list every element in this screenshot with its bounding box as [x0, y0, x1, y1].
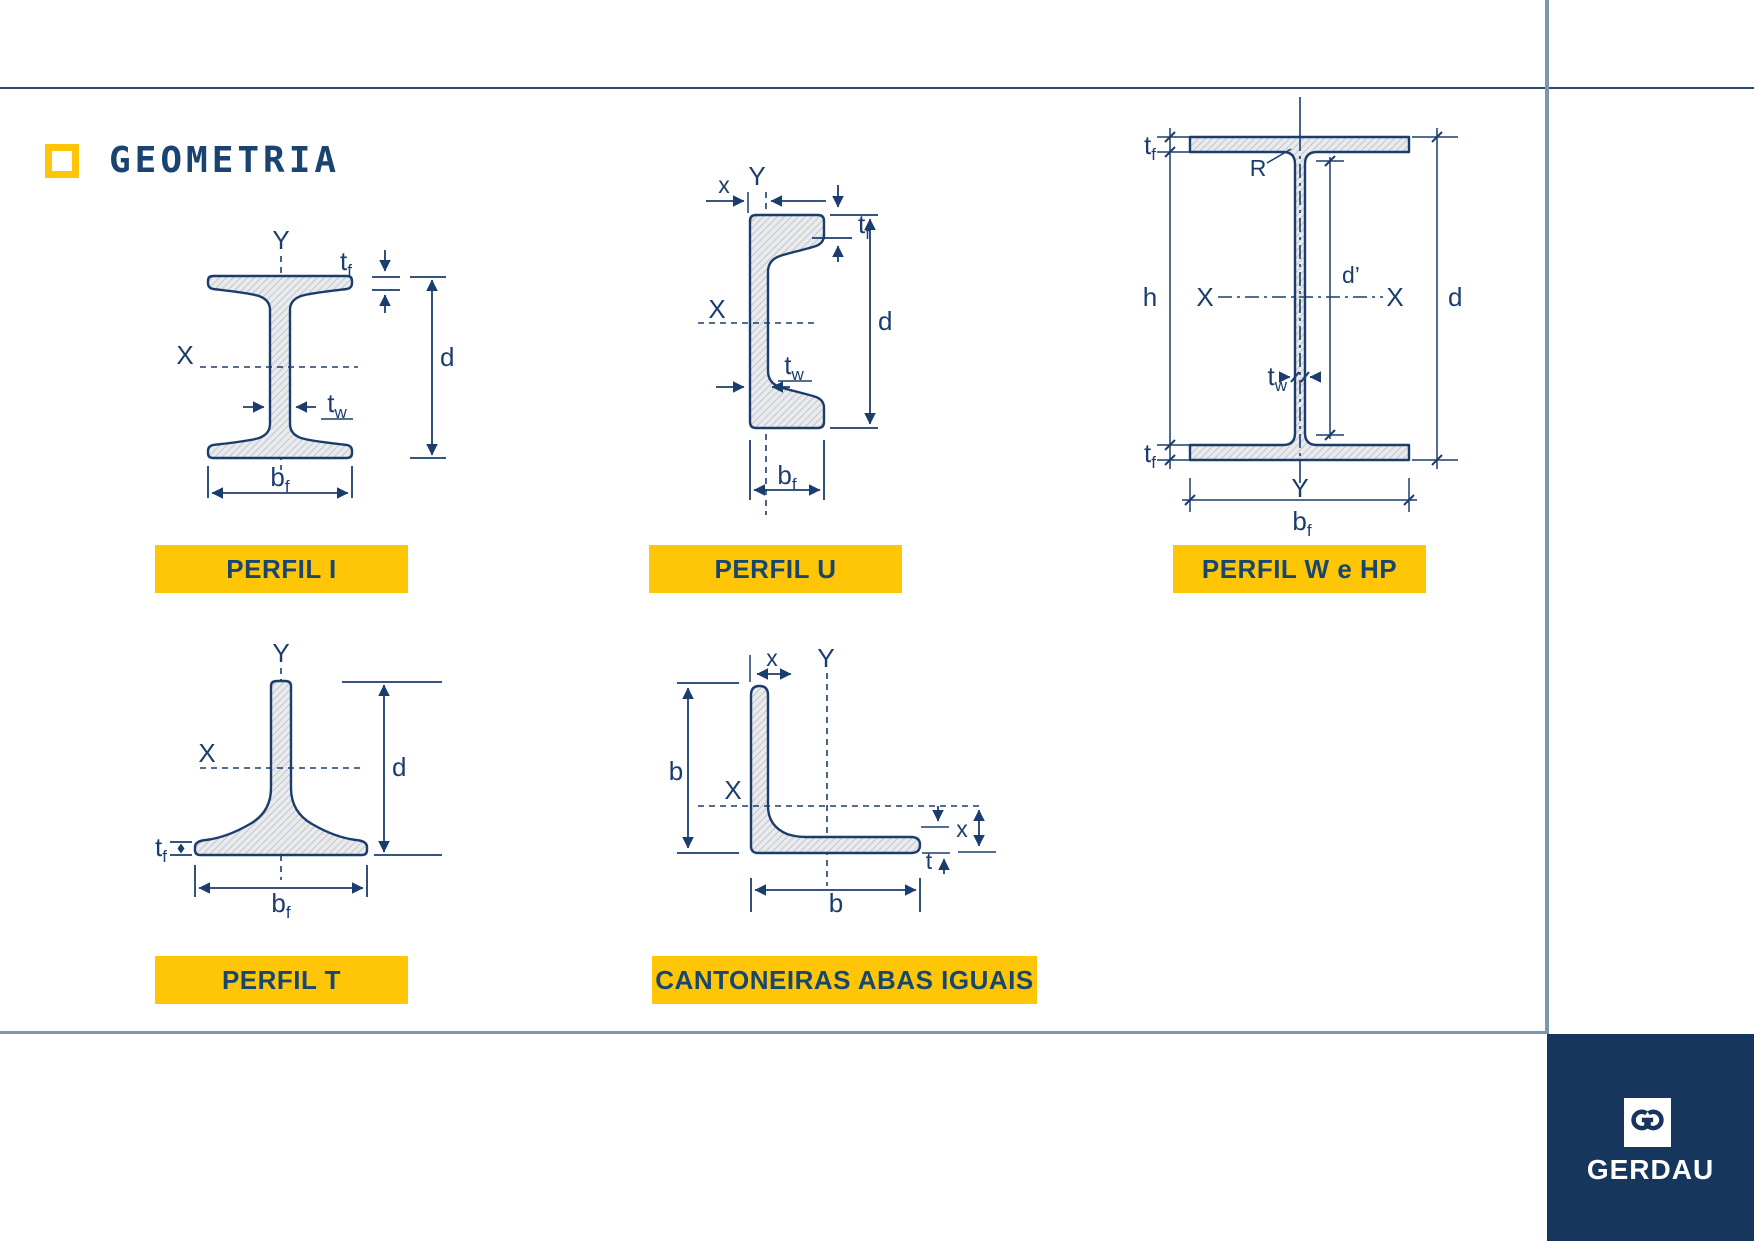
section-header: GEOMETRIA	[45, 143, 340, 179]
b-bottom-dimension: b	[750, 878, 921, 918]
gerdau-footer-block: GERDAU	[1547, 1034, 1754, 1241]
svg-text:tw: tw	[784, 350, 804, 384]
t-label: t	[926, 848, 933, 874]
tf-dimension: tf	[155, 832, 192, 866]
u-profile-shape	[748, 213, 826, 430]
d-label: d	[440, 342, 454, 372]
brand-name: GERDAU	[1586, 1154, 1715, 1185]
axis-x-left-label: X	[1196, 282, 1213, 312]
svg-text:bf: bf	[1292, 506, 1311, 540]
h-dimension: h	[1143, 128, 1176, 469]
tf-bottom-dimension: tf	[1144, 438, 1190, 472]
page-title: GEOMETRIA	[109, 140, 341, 181]
r-fillet-callout: R	[1250, 148, 1292, 181]
axis-y-label: Y	[272, 225, 289, 255]
axis-x-centerline: X X	[1196, 282, 1403, 312]
svg-text:bf: bf	[271, 888, 290, 922]
cantoneiras-diagram: x Y b X x t b	[669, 643, 996, 918]
svg-text:tw: tw	[1267, 361, 1287, 395]
svg-text:tf: tf	[1144, 130, 1156, 164]
tf-dimension: tf	[340, 246, 400, 313]
d-dimension: d	[1412, 128, 1462, 469]
gerdau-gg-monogram-icon	[1631, 1109, 1664, 1131]
axis-y-label: Y	[272, 638, 289, 668]
bf-dimension: bf	[1182, 478, 1417, 540]
r-label: R	[1250, 155, 1267, 181]
tw-dimension: tw	[716, 350, 812, 393]
h-label: h	[1143, 282, 1157, 312]
axis-x-right-label: X	[1386, 282, 1403, 312]
perfil-w-hp-diagram: Y X X h tf tf R d’ tw	[1143, 97, 1462, 540]
perfil-t-diagram: Y X d tf bf	[155, 638, 442, 922]
d-inner-dimension: d’	[1316, 155, 1360, 441]
tw-dimension: tw	[243, 388, 353, 422]
centroid-x-dimension: x	[706, 172, 826, 213]
tw-dimension: tw	[1267, 361, 1322, 395]
vertical-rule	[1545, 0, 1549, 1034]
perfil-i-diagram: Y X tf d tw bf	[176, 225, 454, 499]
svg-text:x: x	[718, 172, 730, 198]
perfil-u-diagram: Y x X tf tw d b	[698, 161, 892, 515]
w-profile-shape	[1188, 135, 1411, 462]
angle-profile-shape	[749, 684, 922, 855]
centroid-x-top-dimension: x	[749, 645, 792, 682]
d-dimension: d	[410, 276, 454, 459]
svg-text:bf: bf	[777, 460, 796, 494]
axis-y-label: Y	[1291, 473, 1308, 503]
top-rule	[0, 87, 1754, 89]
banner-perfil-i: PERFIL I	[155, 545, 408, 593]
t-thickness-dimension: t	[922, 848, 950, 874]
svg-text:tf: tf	[1144, 438, 1156, 472]
bf-dimension: bf	[207, 462, 353, 499]
b-left-label: b	[669, 756, 683, 786]
d-dimension: d	[830, 214, 892, 429]
b-bottom-label: b	[829, 888, 843, 918]
gerdau-logo	[1624, 1098, 1671, 1147]
yellow-square-bullet-icon	[45, 144, 79, 178]
banner-perfil-w-hp: PERFIL W e HP	[1173, 545, 1426, 593]
svg-text:tf: tf	[155, 832, 167, 866]
centroid-x-right-dimension: x	[921, 806, 996, 853]
axis-y-label: Y	[748, 161, 765, 191]
axis-x-label: X	[198, 738, 215, 768]
d-dimension: d	[342, 681, 442, 856]
banner-perfil-t: PERFIL T	[155, 956, 408, 1004]
axis-x-label: X	[176, 340, 193, 370]
d-label: d	[878, 306, 892, 336]
d-label: d	[1448, 282, 1462, 312]
d-label: d	[392, 752, 406, 782]
svg-text:x: x	[956, 816, 968, 842]
svg-text:bf: bf	[270, 462, 289, 496]
svg-text:x: x	[766, 645, 778, 671]
bf-dimension: bf	[749, 440, 825, 500]
banner-perfil-u: PERFIL U	[649, 545, 902, 593]
tf-top-dimension: tf	[1144, 130, 1190, 164]
axis-y-centerline: Y	[1291, 97, 1309, 503]
svg-text:tf: tf	[340, 246, 352, 280]
b-left-dimension: b	[669, 682, 739, 854]
svg-text:tw: tw	[327, 388, 347, 422]
axis-x-label: X	[724, 775, 741, 805]
bf-dimension: bf	[194, 865, 368, 922]
d-inner-label: d’	[1342, 262, 1360, 288]
axis-y-label: Y	[817, 643, 834, 673]
axis-x-label: X	[708, 294, 725, 324]
horizontal-rule	[0, 1031, 1549, 1034]
banner-cantoneiras: CANTONEIRAS ABAS IGUAIS	[652, 956, 1037, 1004]
